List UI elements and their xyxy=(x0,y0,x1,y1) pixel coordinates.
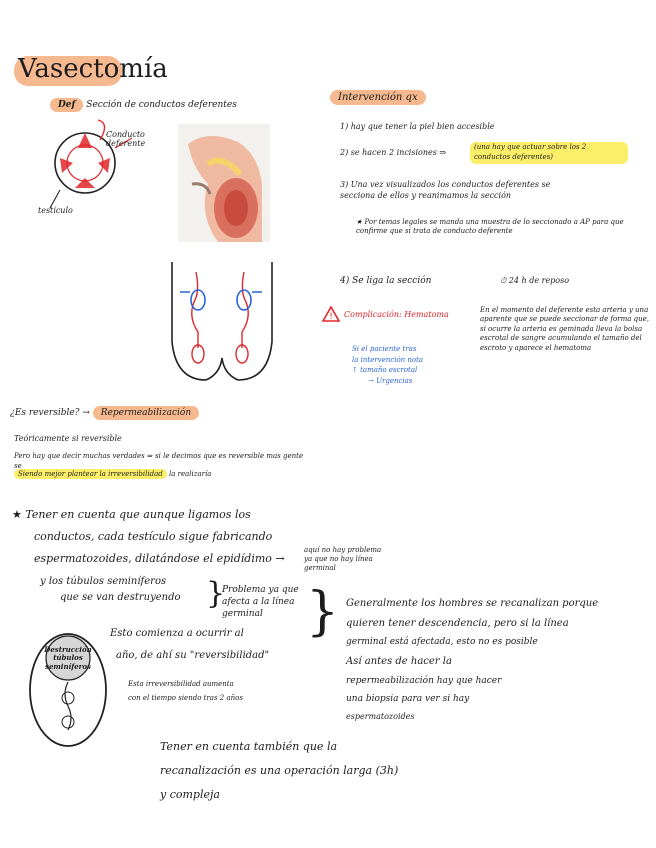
reversible-question: ¿Es reversible? → xyxy=(10,408,90,418)
blue-line-1: Si el paciente tras xyxy=(352,345,417,353)
clock-icon: ⏱ xyxy=(500,276,507,285)
star-note-line-5: que se van destruyendo xyxy=(60,592,181,603)
complicacion-label: Complicación: Hematoma xyxy=(344,310,449,319)
svg-text:!: ! xyxy=(329,312,333,322)
rest-note: ⏱ 24 h de reposo xyxy=(500,276,569,286)
footer-line-1: Tener en cuenta también que la xyxy=(160,740,338,753)
brace-right: } xyxy=(306,582,340,642)
testicle-cross-section xyxy=(49,119,133,209)
problem-note: Problema ya que afecta a la línea germin… xyxy=(222,585,299,620)
def-label: Def xyxy=(50,98,84,112)
intervencion-title: Intervención qx xyxy=(330,90,426,105)
general-line-4: Así antes de hacer la xyxy=(346,656,452,667)
intervencion-title-text: Intervención qx xyxy=(330,90,426,105)
step-3-note: ★ Por temas legales se manda una muestra… xyxy=(356,218,624,236)
occurs-line-1: Esto comienza a ocurrir al xyxy=(110,628,244,639)
general-line-1: Generalmente los hombres se recanalizan … xyxy=(346,598,599,609)
reversible-question-row: ¿Es reversible? → Repermeabilización xyxy=(10,406,200,420)
def-row: Def Sección de conductos deferentes xyxy=(50,98,237,112)
scrotum-drawing xyxy=(171,262,273,381)
reversible-line-2: Pero hay que decir muchas verdades ⇒ si … xyxy=(14,452,304,470)
complicacion-text: En el momento del deferente esta arteria… xyxy=(480,306,649,352)
blue-line-4: → Urgencias xyxy=(368,376,413,385)
anatomy-illustration xyxy=(178,124,270,242)
rest-text: 24 h de reposo xyxy=(508,276,570,285)
conducto-label: Conducto deferente xyxy=(106,130,146,148)
warning-icon: ! xyxy=(321,305,341,326)
step-4: 4) Se liga la sección xyxy=(340,276,432,286)
reversible-line-3: Siendo mejor plantear la irreversibilida… xyxy=(14,469,212,479)
brace-left: } xyxy=(206,576,226,611)
reversible-highlight: Siendo mejor plantear la irreversibilida… xyxy=(14,469,167,479)
star-note-line-2: conductos, cada testículo sigue fabrican… xyxy=(34,530,273,543)
occurs-line-4: con el tiempo siendo tras 2 años xyxy=(128,694,243,702)
footer-line-3: y compleja xyxy=(160,788,220,801)
blue-line-3: ↑ tamaño escrotal xyxy=(352,366,418,374)
page-title: Vasectomía xyxy=(18,54,168,84)
reversible-line-1: Teóricamente si reversible xyxy=(14,434,122,443)
def-text: Sección de conductos deferentes xyxy=(86,100,237,110)
star-icon: ★ xyxy=(12,508,22,521)
general-line-7: espermatozoides xyxy=(346,712,415,721)
star-note-aside: aquí no hay problema ya que no hay línea… xyxy=(304,546,382,573)
blue-note: Si el paciente tras la intervención nota… xyxy=(352,344,423,386)
step-2: 2) se hacen 2 incisiones ⇒ xyxy=(340,148,447,157)
reversible-answer: Repermeabilización xyxy=(92,406,200,420)
footer-line-2: recanalización es una operación larga (3… xyxy=(160,764,399,777)
step-3: 3) Una vez visualizados los conductos de… xyxy=(340,180,551,200)
general-line-3: germinal está afectada, esto no es posib… xyxy=(346,637,538,647)
occurs-line-2: año, de ahí su "reversibilidad" xyxy=(116,650,270,661)
general-line-6: una biopsia para ver si hay xyxy=(346,694,470,704)
reversible-line-3-rest: la realizaría xyxy=(169,470,212,478)
note-line-1-text: Tener en cuenta que aunque ligamos los xyxy=(25,508,251,521)
step-2-highlight: (una hay que actuar sobre los 2 conducto… xyxy=(470,142,628,164)
star-note-line-3: espermatozoides, dilatándose el epidídim… xyxy=(34,552,285,565)
blue-line-2: la intervención nota xyxy=(352,355,424,364)
seminiferous-diagram xyxy=(29,633,107,747)
star-note-line-4: y los túbulos seminíferos xyxy=(40,576,167,587)
general-line-2: quieren tener descendencia, pero si la l… xyxy=(346,618,569,629)
oval-label: Destrucción túbulos seminíferos xyxy=(44,645,92,671)
star-note-line-1: ★ Tener en cuenta que aunque ligamos los xyxy=(12,508,251,521)
step-1: 1) hay que tener la piel bien accesible xyxy=(340,122,495,131)
general-line-5: repermeabilización hay que hacer xyxy=(346,676,502,686)
occurs-line-3: Esta irreversibilidad aumenta xyxy=(128,680,234,688)
title-highlight xyxy=(14,56,122,86)
testicle-label: testículo xyxy=(38,206,73,215)
